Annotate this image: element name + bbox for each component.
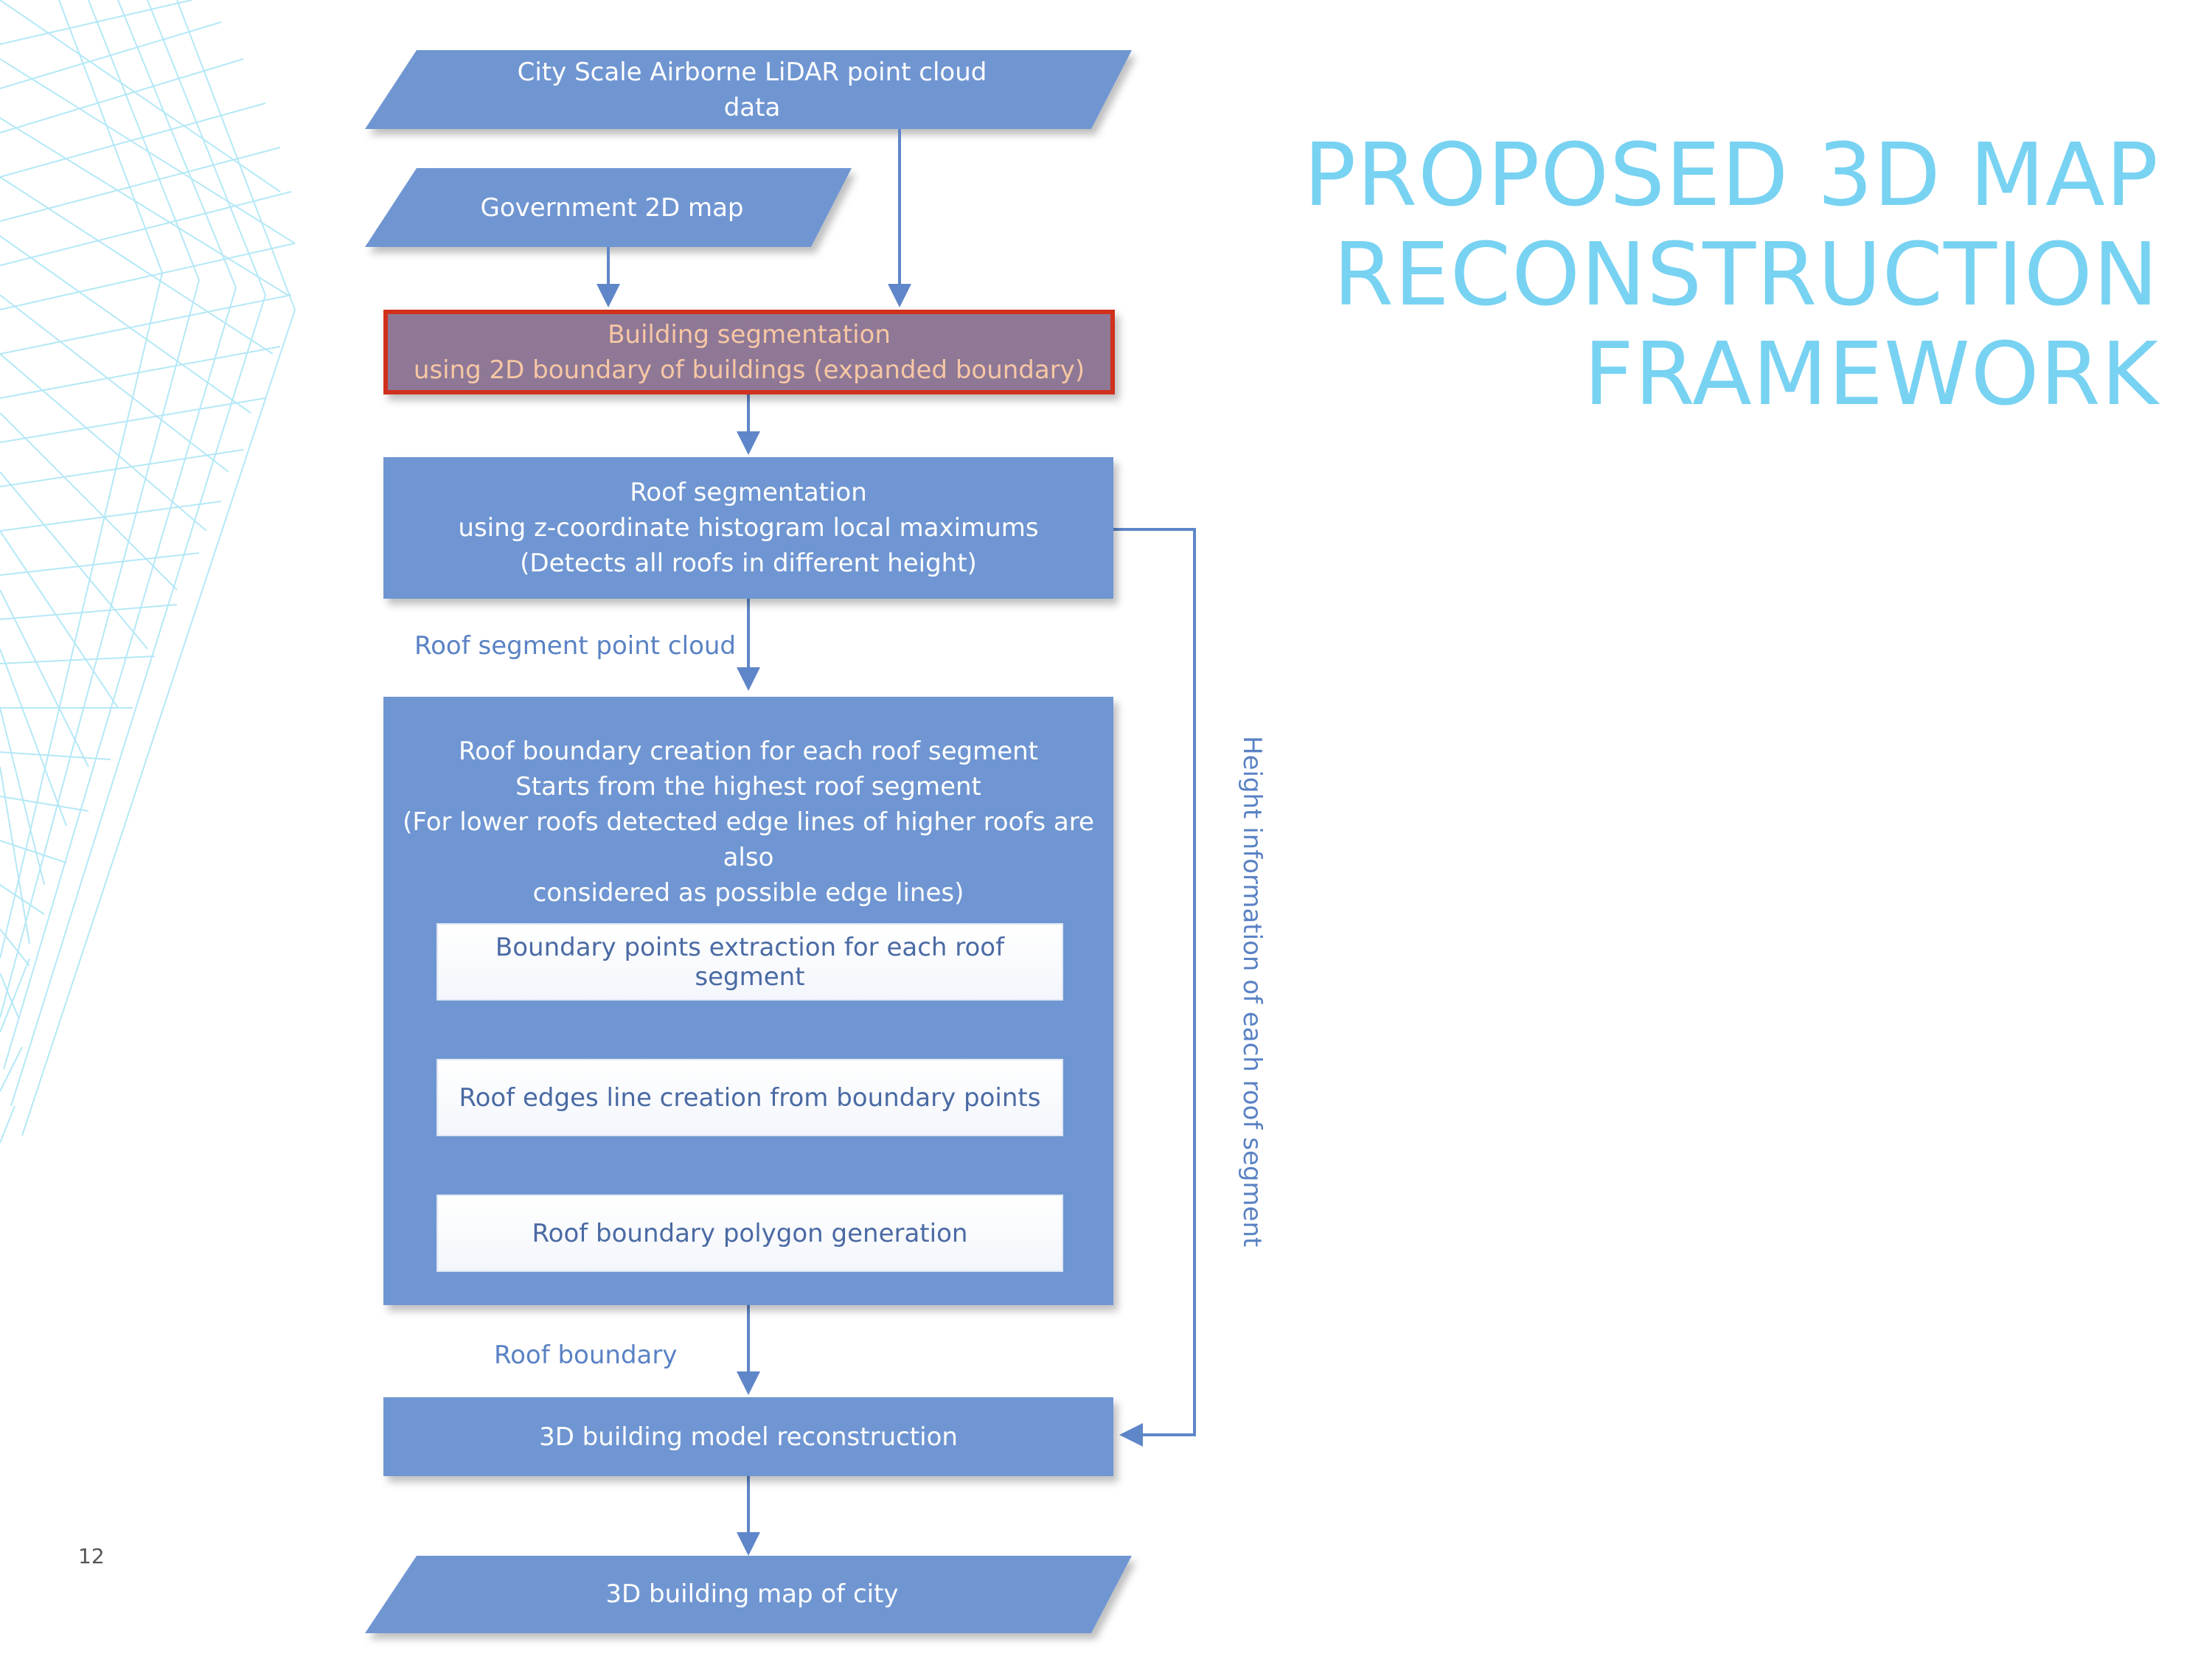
- roof-polygon-step: Roof boundary polygon generation: [437, 1194, 1063, 1272]
- lidar-input-line-1: City Scale Airborne LiDAR point cloud: [517, 58, 987, 87]
- boundary-points-extraction-step: Boundary points extraction for each roof…: [437, 923, 1063, 1001]
- roof-edges-line-step: Roof edges line creation from boundary p…: [437, 1059, 1063, 1136]
- boundary-points-label: Boundary points extraction for each roof…: [495, 932, 1005, 992]
- title-line-1: PROPOSED 3D MAP: [1303, 124, 2159, 226]
- page-number: 12: [78, 1544, 105, 1568]
- wireframe-decoration: [0, 0, 296, 1144]
- roof-boundary-line-3: (For lower roofs detected edge lines of …: [403, 807, 1094, 872]
- map-input-shape: [365, 168, 852, 247]
- roof-segmentation-box: Roof segmentation using z-coordinate his…: [383, 457, 1113, 599]
- gov-2d-map-label: Government 2D map: [480, 193, 744, 223]
- output-3d-map: 3D building map of city: [398, 1557, 1106, 1631]
- roof-seg-line-2: using z-coordinate histogram local maxim…: [458, 513, 1039, 543]
- roof-seg-line-3: (Detects all roofs in different height): [520, 549, 977, 578]
- model-reconstruction-label: 3D building model reconstruction: [539, 1422, 958, 1452]
- roof-polygon-label: Roof boundary polygon generation: [532, 1218, 968, 1248]
- model-reconstruction-box: 3D building model reconstruction: [383, 1397, 1113, 1476]
- building-seg-line-1: Building segmentation: [608, 319, 891, 349]
- title-line-2: RECONSTRUCTION: [1333, 223, 2159, 325]
- roof-boundary-line-2: Starts from the highest roof segment: [515, 772, 981, 801]
- lidar-input-shape: [365, 50, 1132, 129]
- lidar-input: City Scale Airborne LiDAR point cloud da…: [413, 53, 1091, 127]
- output-map-shape: [365, 1556, 1132, 1633]
- output-3d-map-label: 3D building map of city: [605, 1579, 899, 1609]
- gov-2d-map-input: Government 2D map: [398, 171, 826, 245]
- title-line-3: FRAMEWORK: [1583, 323, 2159, 425]
- roof-edges-label: Roof edges line creation from boundary p…: [459, 1082, 1041, 1113]
- slide-title: PROPOSED 3D MAP RECONSTRUCTION FRAMEWORK: [1200, 125, 2159, 424]
- building-seg-line-2: using 2D boundary of buildings (expanded…: [413, 355, 1085, 385]
- lidar-input-line-2: data: [723, 93, 781, 122]
- roof-seg-line-1: Roof segmentation: [630, 478, 867, 507]
- roof-boundary-label: Roof boundary: [494, 1340, 678, 1370]
- roof-segment-point-cloud-label: Roof segment point cloud: [414, 631, 737, 661]
- roof-boundary-line-1: Roof boundary creation for each roof seg…: [458, 737, 1038, 766]
- building-segmentation-box: Building segmentation using 2D boundary …: [383, 310, 1115, 394]
- height-information-label: Height information of each roof segment: [1237, 736, 1267, 1248]
- roof-boundary-line-4: considered as possible edge lines): [532, 878, 964, 908]
